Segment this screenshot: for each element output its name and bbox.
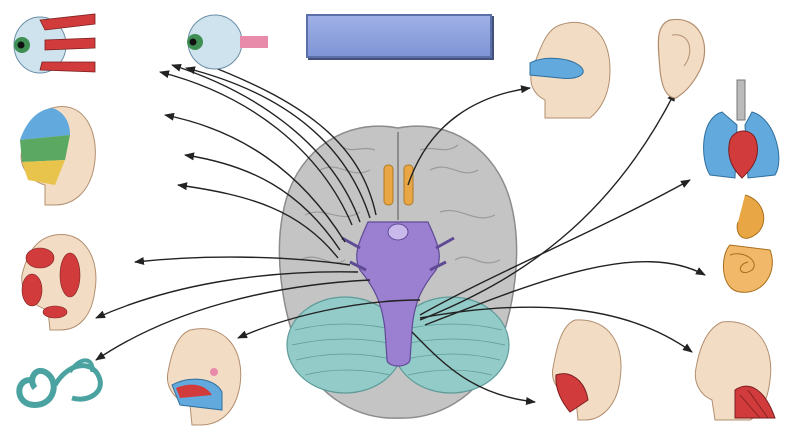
face-sensory-icon [20,106,96,206]
digestive-tract-icon [722,194,773,293]
nose-icon [529,21,611,119]
inner-ear-icon [16,358,103,409]
neck-shoulder-muscles-icon [694,321,776,421]
lungs-heart-icon [703,79,780,179]
eye-muscles-icon [13,13,96,74]
throat-muscles-icon [551,319,622,421]
eye-optic-icon [187,14,268,70]
ear-icon [657,18,706,99]
label-box [306,14,492,58]
nerve-arrows [95,61,706,406]
brainstem [341,221,455,367]
facial-muscles-icon [21,234,97,331]
tongue-taste-icon [166,328,242,426]
